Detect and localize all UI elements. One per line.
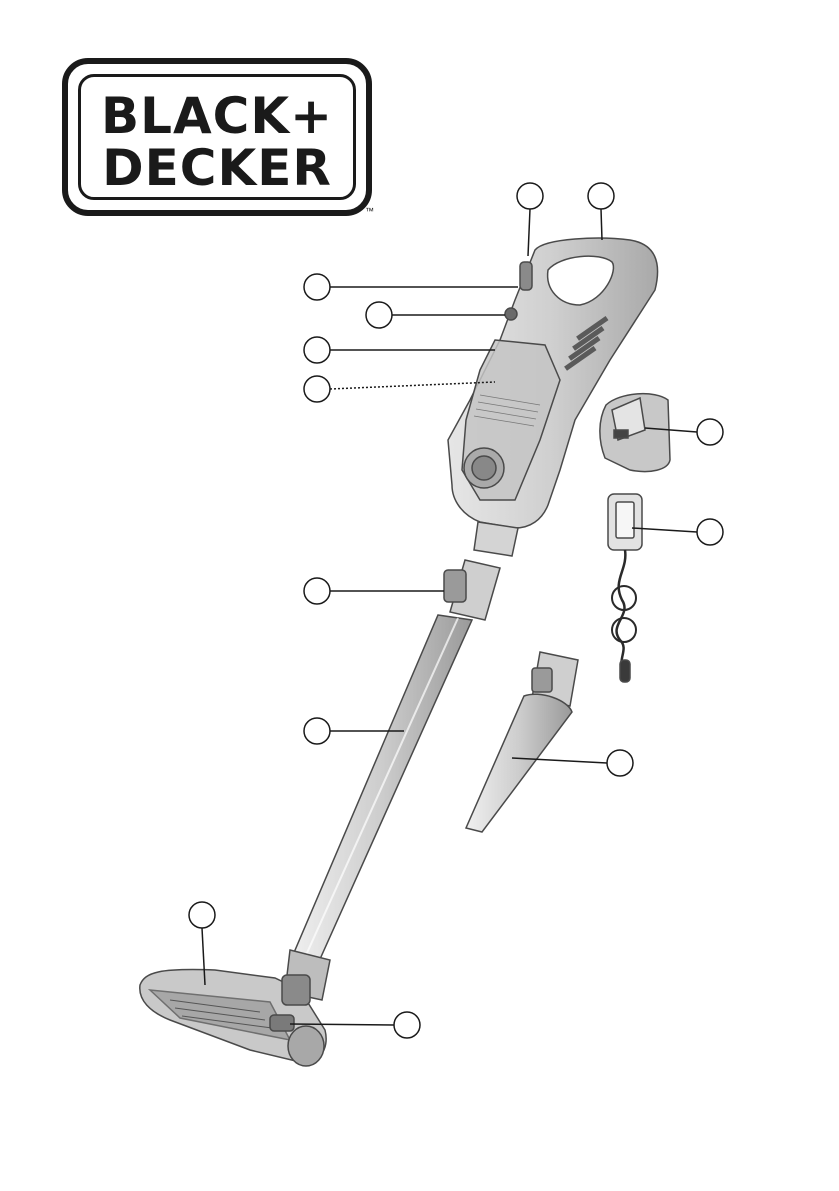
callout-circle (607, 750, 633, 776)
callout-circle (697, 519, 723, 545)
callout-circle (304, 718, 330, 744)
callout-circle (517, 183, 543, 209)
callout-circle (366, 302, 392, 328)
callout-circle (304, 337, 330, 363)
crevice-tool (466, 652, 578, 832)
power-switch (520, 262, 532, 290)
charger (608, 494, 642, 682)
bowl-release-button (505, 308, 517, 320)
callout-circle (189, 902, 215, 928)
head-release-button (270, 1015, 294, 1031)
callout-circle (697, 419, 723, 445)
front-roller (288, 1026, 324, 1066)
callout-circle (394, 1012, 420, 1038)
callout-circle (304, 376, 330, 402)
callout-circle (304, 578, 330, 604)
extension-wand (290, 560, 500, 968)
body-nozzle (474, 522, 518, 556)
battery-pack (600, 394, 670, 472)
callout-circle (304, 274, 330, 300)
floor-head (140, 950, 330, 1066)
callout-circle (588, 183, 614, 209)
